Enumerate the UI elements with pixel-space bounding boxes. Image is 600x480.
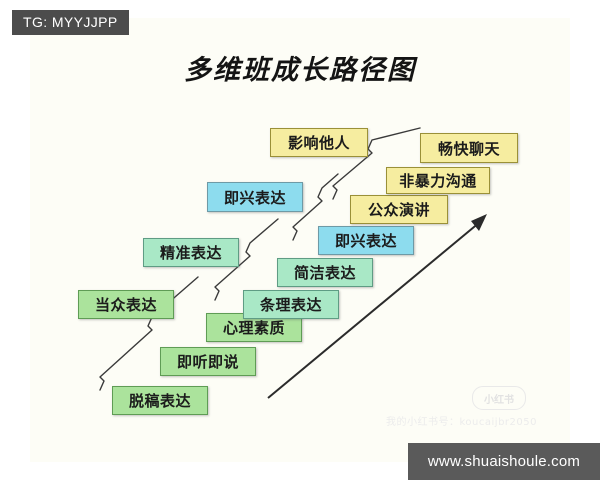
node-tiaolibiaoda[interactable]: 条理表达 (243, 290, 339, 319)
node-dangzhongbiaoda[interactable]: 当众表达 (78, 290, 174, 319)
node-jixingbiaoda-mid[interactable]: 即兴表达 (318, 226, 414, 255)
node-tuogaobiaoda[interactable]: 脱稿表达 (112, 386, 208, 415)
node-feibaoliGoutong[interactable]: 非暴力沟通 (386, 167, 490, 194)
node-yingxiangtaren[interactable]: 影响他人 (270, 128, 368, 157)
node-jingzhunbiaoda[interactable]: 精准表达 (143, 238, 239, 267)
node-jitingjishuo[interactable]: 即听即说 (160, 347, 256, 376)
xiaohongshu-watermark-badge: 小红书 (472, 386, 526, 410)
page-title: 多维班成长路径图 (184, 55, 416, 86)
node-changkuailiaotian[interactable]: 畅快聊天 (420, 133, 518, 163)
telegram-watermark-badge: TG: MYYJJPP (12, 10, 129, 35)
site-watermark-badge: www.shuaishoule.com (408, 443, 600, 480)
node-jianjiebiaoda[interactable]: 简洁表达 (277, 258, 373, 287)
xiaohongshu-handle-watermark: 我的小红书号：koucaijbr2050 (386, 417, 537, 428)
node-gongzhongyanjiang[interactable]: 公众演讲 (350, 195, 448, 224)
node-jixingbiaoda-left[interactable]: 即兴表达 (207, 182, 303, 212)
